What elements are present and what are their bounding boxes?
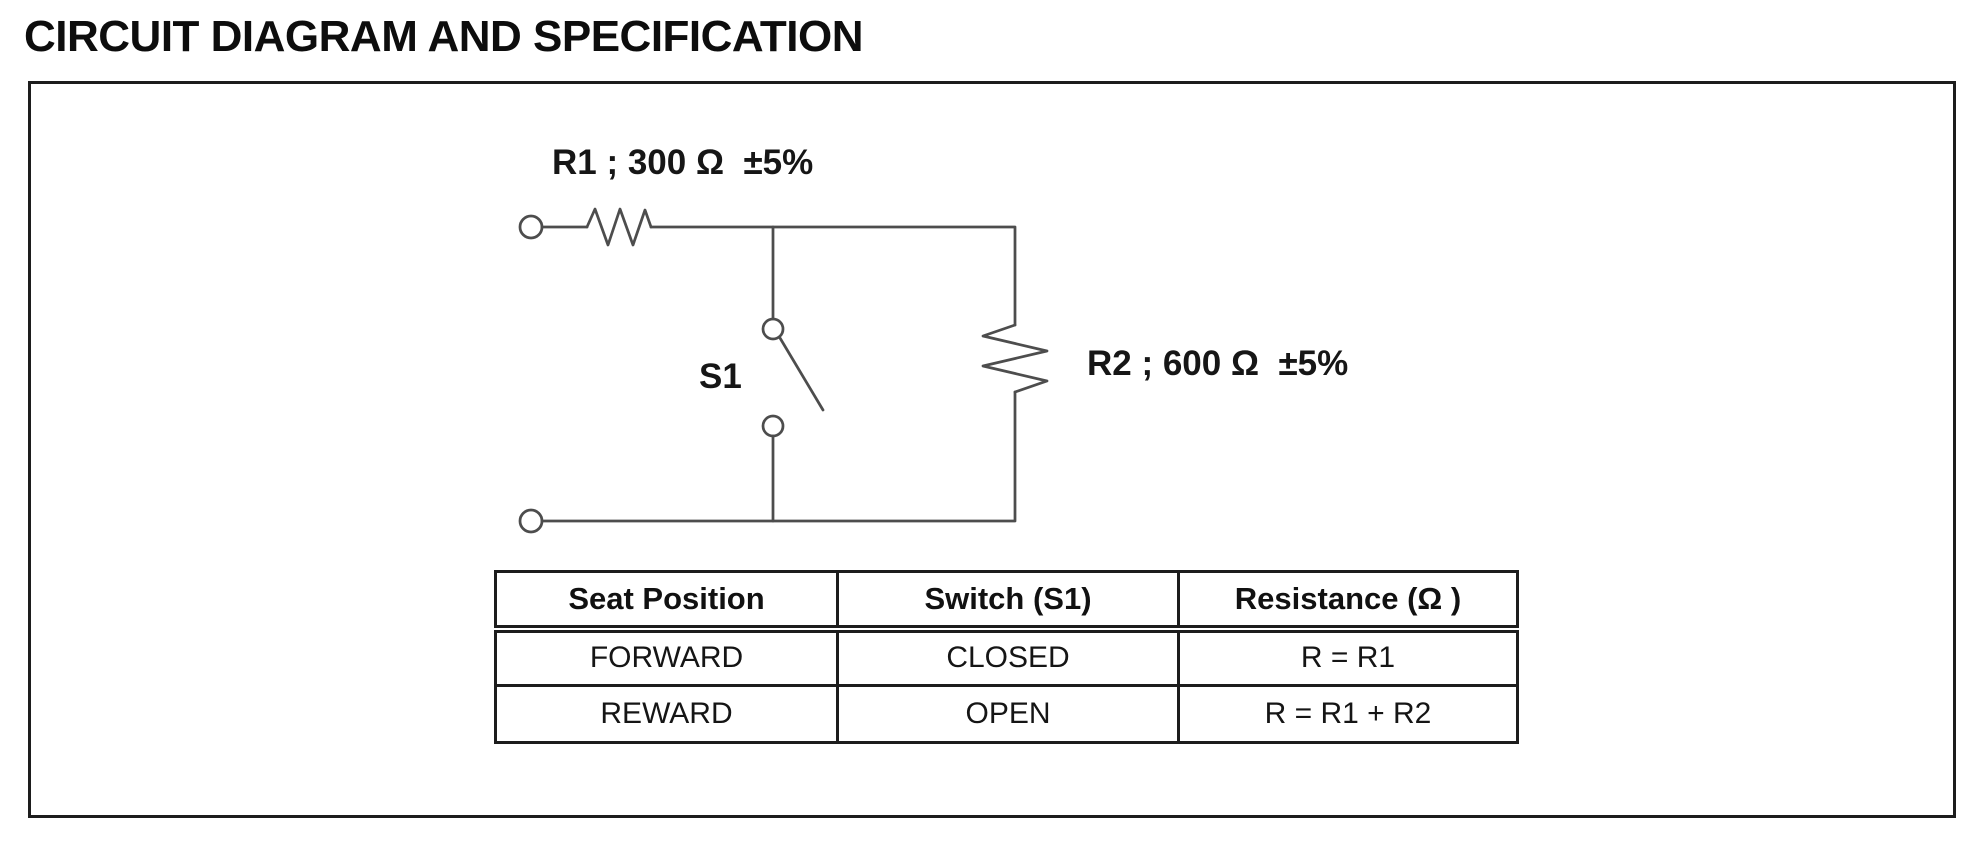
specification-table: Seat Position Switch (S1) Resistance (Ω … bbox=[494, 570, 1519, 744]
cell-switch-state: CLOSED bbox=[836, 627, 1180, 687]
cell-seat-position: REWARD bbox=[494, 684, 839, 744]
switch-s1-label: S1 bbox=[699, 357, 742, 396]
page-title: CIRCUIT DIAGRAM AND SPECIFICATION bbox=[24, 12, 864, 61]
header-switch-s1: Switch (S1) bbox=[836, 570, 1180, 633]
spec-table-header-row: Seat Position Switch (S1) Resistance (Ω … bbox=[494, 570, 1519, 633]
table-row-forward: FORWARD CLOSED R = R1 bbox=[494, 627, 1519, 687]
resistor-r2-label: R2 ; 600 Ω ±5% bbox=[1087, 344, 1349, 383]
cell-switch-state: OPEN bbox=[836, 684, 1180, 744]
cell-resistance: R = R1 + R2 bbox=[1177, 684, 1519, 744]
cell-seat-position: FORWARD bbox=[494, 627, 839, 687]
table-row-reward: REWARD OPEN R = R1 + R2 bbox=[494, 684, 1519, 744]
header-resistance: Resistance (Ω ) bbox=[1177, 570, 1519, 633]
resistor-r1-label: R1 ; 300 Ω ±5% bbox=[552, 143, 814, 182]
cell-resistance: R = R1 bbox=[1177, 627, 1519, 687]
header-seat-position: Seat Position bbox=[494, 570, 839, 633]
